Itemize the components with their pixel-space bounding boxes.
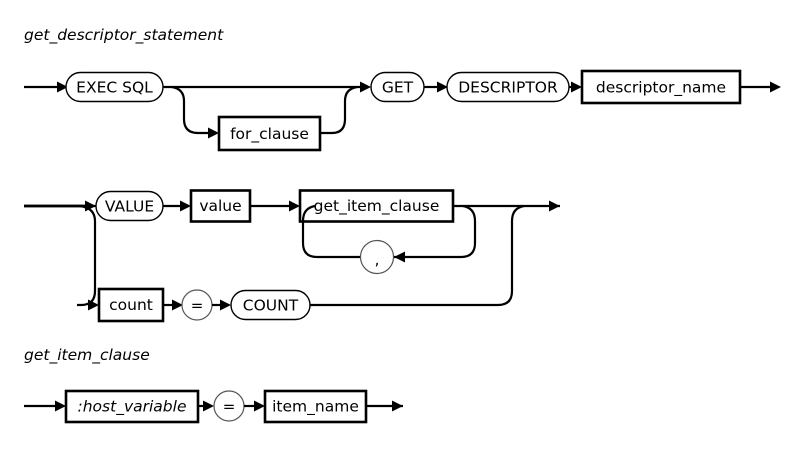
node-value-keyword-label: VALUE	[105, 198, 154, 216]
node-count-box: count	[97, 287, 165, 323]
for-clause-branch-out	[320, 85, 358, 135]
row1-arrow-to-get	[360, 81, 371, 93]
node-for-clause: for_clause	[217, 115, 322, 152]
node-descriptor-name: descriptor_name	[580, 69, 742, 105]
comma-loop-left	[301, 204, 361, 259]
node-comma: ,	[359, 239, 395, 275]
node-exec-sql: EXEC SQL	[65, 71, 164, 103]
arrow-to-count	[88, 299, 99, 311]
node-for-clause-label: for_clause	[230, 125, 309, 144]
node-equals-item: =	[213, 390, 245, 422]
node-count-keyword: COUNT	[230, 289, 311, 321]
count-branch-in	[77, 204, 97, 307]
node-descriptor: DESCRIPTOR	[446, 71, 570, 103]
node-count-keyword-label: COUNT	[243, 297, 299, 315]
arrow-to-count-keyword	[220, 299, 231, 311]
node-descriptor-label: DESCRIPTOR	[458, 79, 558, 97]
comma-loop-arrow	[394, 251, 405, 263]
row1-exit-rail	[740, 81, 781, 93]
arrow-to-descriptor-name	[571, 81, 582, 93]
node-descriptor-name-label: descriptor_name	[596, 79, 726, 98]
row3-entry-rail	[24, 400, 66, 412]
node-host-variable: :host_variable	[64, 389, 200, 424]
row3-exit-rail	[366, 400, 403, 412]
node-equals-count: =	[181, 289, 213, 321]
count-path-rejoin	[310, 204, 525, 307]
node-item-name: item_name	[263, 389, 368, 424]
node-value-box: value	[189, 189, 252, 223]
node-value-keyword: VALUE	[95, 190, 164, 222]
node-equals-item-label: =	[223, 398, 236, 416]
node-get-item-clause-label: get_item_clause	[314, 197, 440, 216]
row2-exit-arrow	[549, 200, 560, 212]
arrow-to-descriptor	[437, 81, 448, 93]
node-count-box-label: count	[109, 296, 153, 314]
for-clause-branch-in	[171, 85, 208, 135]
node-get-item-clause: get_item_clause	[298, 189, 455, 223]
node-host-variable-label: :host_variable	[78, 398, 187, 417]
node-get: GET	[370, 71, 425, 103]
node-exec-sql-label: EXEC SQL	[76, 79, 153, 97]
arrow-to-equals-item	[203, 400, 214, 412]
node-get-label: GET	[382, 79, 414, 97]
comma-loop-right	[394, 204, 477, 259]
row1-entry-rail	[24, 81, 68, 93]
node-item-name-label: item_name	[272, 398, 359, 417]
arrow-to-item-name	[254, 400, 265, 412]
section-title-get-descriptor-statement: get_descriptor_statement	[24, 26, 224, 45]
node-value-box-label: value	[199, 197, 241, 215]
section-title-get-item-clause: get_item_clause	[24, 346, 150, 365]
node-comma-label: ,	[375, 251, 380, 269]
arrow-to-equals-count	[172, 299, 183, 311]
arrow-to-get-item-clause	[289, 200, 300, 212]
arrow-to-value-box	[180, 200, 191, 212]
node-equals-count-label: =	[191, 297, 204, 315]
for-clause-arrow	[208, 127, 219, 139]
